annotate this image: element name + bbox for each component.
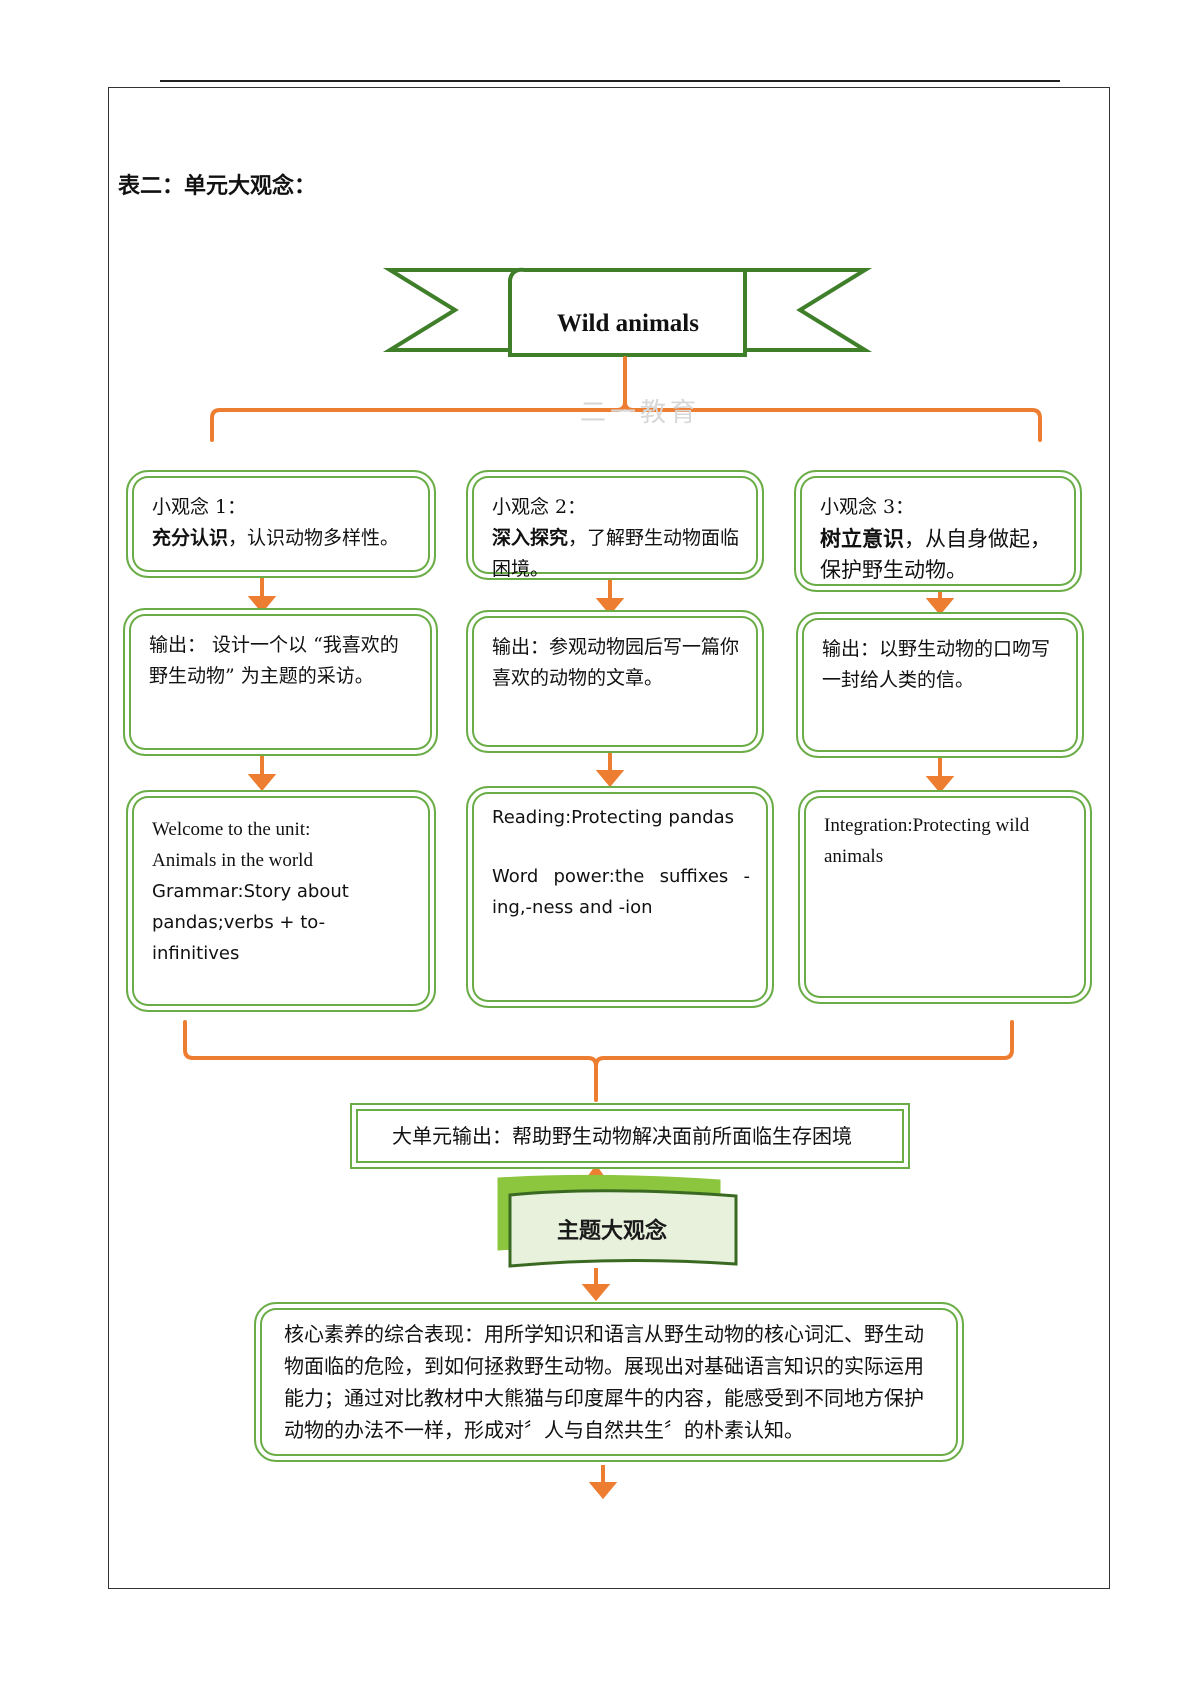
idea-label: 小观念 2： — [492, 496, 587, 518]
output-text: 输出：以野生动物的口吻写一封给人类的信。 — [822, 638, 1051, 691]
down-arrows — [581, 1268, 618, 1500]
theme-ribbon-graphic — [497, 1174, 738, 1268]
lesson-box-2: Reading:Protecting pandas Word power:the… — [466, 786, 774, 1008]
page-heading: 表二：单元大观念： — [118, 173, 317, 199]
output-box-3: 输出：以野生动物的口吻写一封给人类的信。 — [796, 612, 1084, 758]
theme-title: 主题大观念 — [556, 1218, 667, 1244]
unit-output-box: 大单元输出：帮助野生动物解决面前所面临生存困境 — [350, 1103, 910, 1169]
idea-text: 充分认识，认识动物多样性。 — [152, 527, 400, 549]
lesson-line: Welcome to the unit: — [152, 819, 311, 840]
idea-box-1: 小观念 1： 充分认识，认识动物多样性。 — [126, 470, 436, 578]
lesson-box-3: Integration:Protecting wild animals — [798, 790, 1092, 1004]
lesson-line: Grammar:Story about — [152, 881, 349, 902]
lesson-line: Word power:the suffixes -ing,-ness and -… — [492, 866, 750, 918]
top-brace — [210, 356, 1042, 442]
idea-label: 小观念 1： — [152, 496, 247, 518]
watermark: 二一教育 — [580, 398, 701, 428]
core-literacy-box: 核心素养的综合表现：用所学知识和语言从野生动物的核心词汇、野生动物面临的危险，到… — [254, 1302, 964, 1462]
idea-box-2: 小观念 2： 深入探究，了解野生动物面临困境。 — [466, 470, 764, 580]
lesson-line: Reading:Protecting pandas — [492, 807, 735, 828]
bottom-brace — [183, 1020, 1014, 1102]
output-box-1: 输出： 设计一个以 “我喜欢的野生动物” 为主题的采访。 — [123, 608, 438, 756]
ribbon-banner-graphic — [382, 267, 873, 357]
lesson-line: Animals in the world — [152, 850, 313, 871]
lesson-line: Integration:Protecting wild animals — [824, 815, 1030, 867]
idea-box-3: 小观念 3： 树立意识，从自身做起，保护野生动物。 — [794, 470, 1082, 592]
lesson-box-1: Welcome to the unit: Animals in the worl… — [126, 790, 436, 1012]
lesson-line: pandas;verbs + to-infinitives — [152, 912, 326, 964]
output-text: 输出： 设计一个以 “我喜欢的野生动物” 为主题的采访。 — [149, 634, 399, 687]
top-rule — [160, 80, 1060, 82]
banner-title: Wild animals — [557, 310, 699, 337]
idea-text: 树立意识，从自身做起，保护野生动物。 — [820, 526, 1051, 582]
idea-text: 深入探究，了解野生动物面临困境。 — [492, 527, 740, 580]
column-arrows — [247, 578, 955, 794]
page-frame — [108, 87, 1110, 1589]
output-box-2: 输出：参观动物园后写一篇你喜欢的动物的文章。 — [466, 610, 764, 753]
output-text: 输出：参观动物园后写一篇你喜欢的动物的文章。 — [492, 636, 740, 689]
idea-label: 小观念 3： — [820, 496, 915, 518]
